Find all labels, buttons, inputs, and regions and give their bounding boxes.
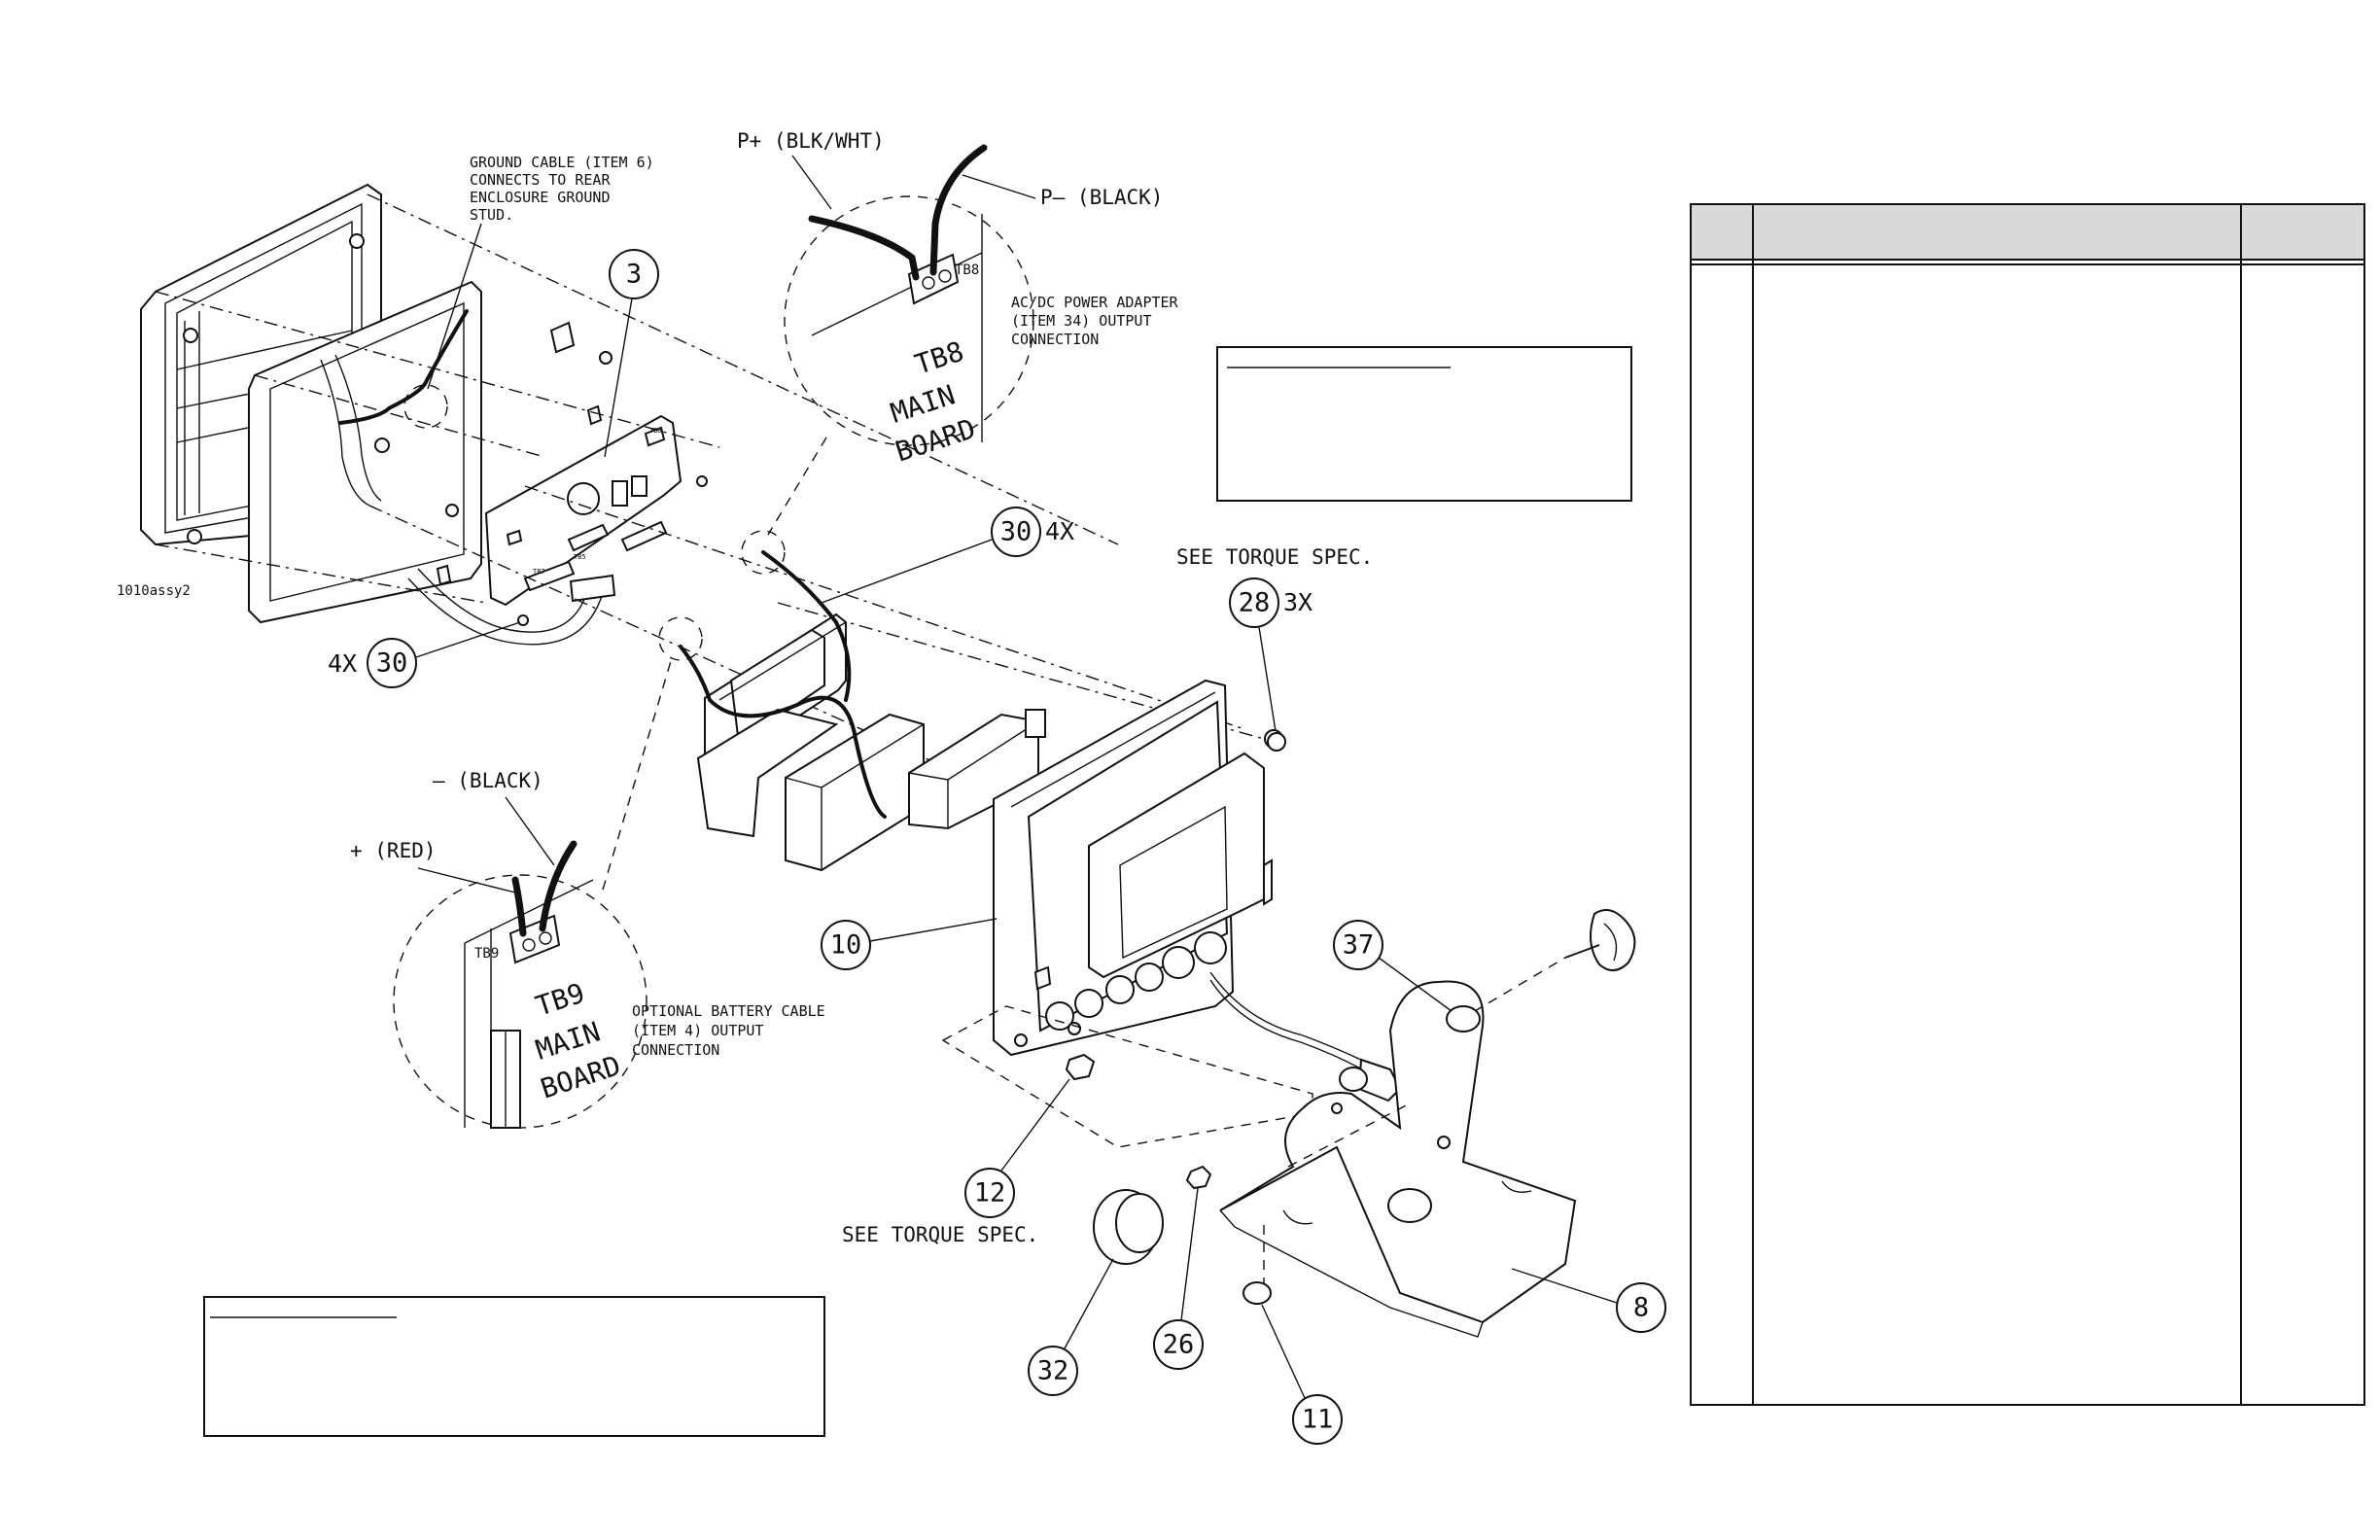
svg-text:28: 28	[1239, 588, 1271, 618]
svg-text:3: 3	[626, 260, 642, 290]
wire-p-minus	[929, 144, 988, 276]
battery-cable	[761, 550, 852, 702]
callout-30-upper: 30 4X	[821, 507, 1074, 604]
wire-p-plus	[808, 215, 920, 281]
svg-text:(ITEM 34) OUTPUT: (ITEM 34) OUTPUT	[1011, 312, 1152, 330]
svg-text:3X: 3X	[1283, 588, 1312, 616]
callout-8: 8	[1511, 1268, 1666, 1333]
note-box-bottom	[203, 1296, 825, 1437]
callout-32: 32	[1028, 1258, 1114, 1396]
note-ground-cable: GROUND CABLE (ITEM 6) CONNECTS TO REAR E…	[427, 154, 654, 390]
standoffs	[436, 321, 708, 626]
board-label-tb8: TB8	[649, 427, 662, 435]
main-board: TB7 TB5 TB8	[484, 414, 682, 607]
ground-cable	[338, 309, 469, 425]
label-p-plus: P+ (BLK/WHT)	[737, 129, 885, 153]
detail-tb8-big1: TB8	[911, 335, 967, 381]
foot-11	[1242, 1281, 1272, 1305]
svg-text:STUD.: STUD.	[470, 206, 513, 224]
label-plus-red: + (RED)	[350, 839, 437, 862]
mounting-bracket	[1219, 980, 1577, 1338]
svg-text:CONNECTION: CONNECTION	[632, 1041, 719, 1059]
callout-10: 10	[821, 918, 998, 970]
screw-28	[1267, 732, 1286, 752]
callout-11: 11	[1261, 1304, 1343, 1445]
callout-3: 3	[604, 249, 659, 458]
knob-32	[1093, 1189, 1164, 1265]
front-enclosure	[993, 679, 1283, 1057]
cable-glands	[1045, 931, 1227, 1031]
svg-text:37: 37	[1343, 930, 1375, 961]
svg-text:OPTIONAL BATTERY CABLE: OPTIONAL BATTERY CABLE	[632, 1002, 825, 1020]
label-minus-black: – (BLACK)	[433, 769, 543, 792]
detail-tb9-big1: TB9	[532, 977, 588, 1023]
svg-text:11: 11	[1302, 1405, 1334, 1435]
detail-tb9: TB9 TB9 MAIN BOARD	[393, 874, 648, 1129]
detail-tb9-tag: TB9	[474, 946, 499, 962]
adapter-detail-circle	[741, 530, 786, 575]
torque-note-top: SEE TORQUE SPEC.	[1176, 545, 1373, 569]
svg-text:ENCLOSURE GROUND: ENCLOSURE GROUND	[470, 189, 611, 206]
gasket-frame	[248, 280, 482, 624]
label-p-minus: P– (BLACK)	[1040, 186, 1163, 209]
battery-detail-circle	[658, 616, 703, 661]
drawing-id: 1010assy2	[117, 583, 191, 599]
svg-text:26: 26	[1163, 1330, 1195, 1360]
svg-text:4X: 4X	[328, 649, 357, 678]
note-ac-dc-adapter: AC/DC POWER ADAPTER (ITEM 34) OUTPUT CON…	[1011, 294, 1179, 348]
detail-tb8-tag: TB8	[955, 262, 979, 278]
note-battery: OPTIONAL BATTERY CABLE (ITEM 4) OUTPUT C…	[632, 1002, 825, 1059]
ribbon-cable	[320, 354, 616, 646]
board-label-tb5: TB5	[574, 553, 586, 561]
adapter-cable	[679, 645, 887, 819]
wire-labels: P+ (BLK/WHT) P– (BLACK) – (BLACK) + (RED…	[350, 129, 1163, 893]
mounting-outline	[941, 1005, 1313, 1148]
assembly-lines	[155, 193, 1265, 798]
callout-12: 12	[964, 1078, 1070, 1218]
svg-text:32: 32	[1037, 1356, 1069, 1386]
callout-30-lower: 30 4X	[328, 621, 521, 688]
wire-minus-black	[539, 840, 578, 932]
wire-plus-red	[511, 876, 527, 937]
svg-text:CONNECTS TO REAR: CONNECTS TO REAR	[470, 171, 611, 189]
callout-26: 26	[1153, 1187, 1204, 1370]
nut-12	[1065, 1053, 1096, 1081]
svg-text:30: 30	[1000, 517, 1032, 547]
svg-text:CONNECTION: CONNECTION	[1011, 331, 1099, 348]
parts-table	[1690, 203, 2365, 1406]
torque-note-bottom: SEE TORQUE SPEC.	[842, 1223, 1038, 1246]
svg-text:30: 30	[376, 648, 408, 679]
svg-text:4X: 4X	[1045, 517, 1074, 545]
parts-table-header	[1690, 203, 2365, 261]
power-cord	[1209, 971, 1372, 1066]
detail-tb8: TB8 TB8 MAIN BOARD	[784, 195, 1034, 469]
board-label-tb7: TB7	[533, 568, 545, 576]
washer-37	[1446, 1005, 1481, 1032]
svg-text:AC/DC POWER ADAPTER: AC/DC POWER ADAPTER	[1011, 294, 1179, 311]
svg-text:8: 8	[1633, 1293, 1649, 1323]
svg-text:(ITEM 4) OUTPUT: (ITEM 4) OUTPUT	[632, 1022, 763, 1039]
knob-right	[1564, 909, 1636, 971]
svg-text:12: 12	[974, 1178, 1006, 1208]
ground-stud-detail-circle	[403, 384, 448, 429]
svg-text:GROUND CABLE (ITEM 6): GROUND CABLE (ITEM 6)	[470, 154, 654, 171]
nut-26	[1185, 1165, 1212, 1190]
callout-37: 37	[1333, 920, 1452, 1012]
callout-28: 28 3X	[1229, 578, 1312, 732]
svg-text:10: 10	[830, 930, 862, 961]
note-box-top	[1216, 346, 1632, 502]
